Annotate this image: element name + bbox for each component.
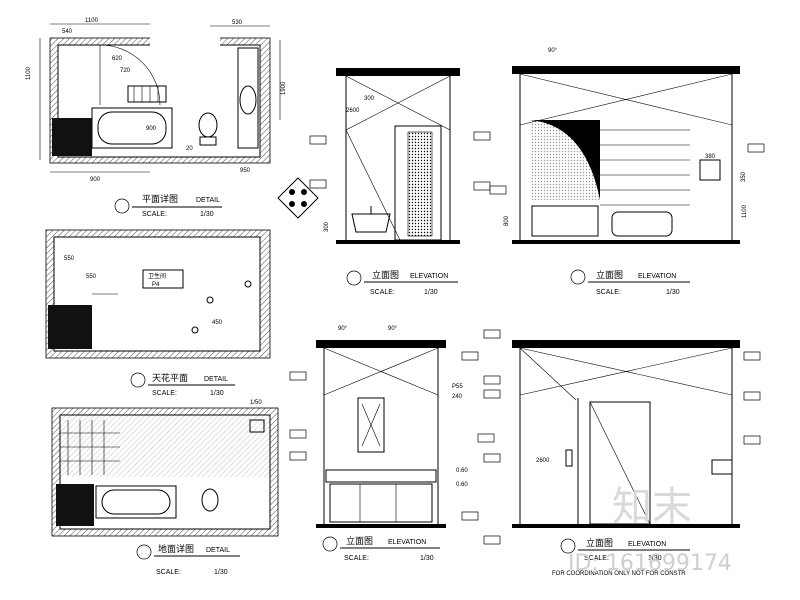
elev-a-dim-2: 300: [364, 96, 375, 102]
plan-dim-8: 950: [240, 168, 251, 174]
elev-c-dim-2: 90°: [388, 326, 398, 332]
elev-b-dim-3: 350: [741, 171, 747, 182]
elev-c-dim-1: 90°: [338, 326, 348, 332]
ceiling-detail: 卫生间 P4 550 450 550 天花平面 DETAIL SCALE: 1/…: [45, 229, 271, 397]
elevation-b: 90° 380 350 1100 800 立面图 ELEVATION SCALE…: [489, 48, 765, 296]
plan-dim-4: 620: [112, 56, 123, 62]
elev-a-title: 立面图: [372, 269, 399, 280]
elev-a-subtitle: ELEVATION: [410, 273, 448, 280]
floor-subtitle: DETAIL: [206, 547, 230, 554]
elevation-a: 300 300 2600 立面图 ELEVATION SCALE: 1/30: [309, 68, 491, 296]
elev-c-scale: 1/30: [420, 555, 434, 562]
plan-dim-7: 900: [146, 126, 157, 132]
elev-b-dim-2: 380: [705, 154, 716, 160]
elev-c-scale-label: SCALE:: [344, 555, 369, 562]
coordination-note: FOR COORDINATION ONLY NOT FOR CONSTR: [552, 571, 686, 577]
ceiling-room-tag-bottom: P4: [152, 282, 160, 288]
floor-scale: 1/30: [214, 569, 228, 576]
ceiling-dim-2: 450: [212, 320, 223, 326]
elev-b-dim-4: 1100: [742, 204, 748, 218]
elev-d-title: 立面图: [586, 537, 613, 548]
floor-dim-1: 1/50: [250, 400, 262, 406]
elev-d-dim-1: 2600: [536, 458, 550, 464]
elev-c-dim-5: 0.60: [456, 468, 468, 474]
ceiling-room-tag-top: 卫生间: [148, 272, 166, 280]
elevation-d: 2600 立面图 ELEVATION SCALE: 1/30: [483, 329, 761, 562]
floor-detail: 1/50 地面详图 DETAIL SCALE: 1/30: [51, 400, 279, 576]
elev-a-dim-3: 2600: [346, 108, 360, 114]
watermark-id: ID: 161699174: [568, 551, 732, 576]
elev-c-title: 立面图: [346, 535, 373, 546]
ceiling-subtitle: DETAIL: [204, 376, 228, 383]
elev-d-scale-label: SCALE:: [584, 555, 609, 562]
elev-b-dim-1: 90°: [548, 48, 558, 54]
floor-title: 地面详图: [158, 543, 194, 554]
plan-dim-5: 1100: [26, 66, 32, 80]
ceiling-dim-3: 550: [86, 274, 97, 280]
elev-c-dim-3: P55: [452, 384, 463, 390]
elev-a-scale: 1/30: [424, 289, 438, 296]
plan-dim-3: 540: [62, 29, 73, 35]
plan-scale: 1/30: [200, 211, 214, 218]
plan-dim-1: 1100: [85, 18, 99, 24]
elev-b-scale-label: SCALE:: [596, 289, 621, 296]
ceiling-scale-label: SCALE:: [152, 390, 177, 397]
elev-d-subtitle: ELEVATION: [628, 541, 666, 548]
elev-b-dim-5: 800: [504, 215, 510, 226]
elev-c-dim-4: 240: [452, 394, 463, 400]
ceiling-dim-1: 550: [64, 256, 75, 262]
plan-dim-2: 530: [232, 20, 243, 26]
plan-title: 平面详图: [142, 193, 178, 204]
elev-a-dim-1: 300: [324, 221, 330, 232]
elev-c-subtitle: ELEVATION: [388, 539, 426, 546]
floor-scale-label: SCALE:: [156, 569, 181, 576]
elevation-c: 90° 90° P55 240 0.60 0.60 立面图 ELEVATION …: [289, 326, 495, 562]
plan-detail: 1100 530 540 620 1100 900 900 950 1900 7…: [26, 18, 287, 218]
plan-dim-6: 900: [90, 177, 101, 183]
watermark-brand: 知末: [612, 484, 692, 530]
ceiling-title: 天花平面: [152, 372, 188, 383]
plan-dim-11: 20: [186, 146, 193, 152]
floor-tile-pattern: [277, 177, 319, 219]
ceiling-scale: 1/30: [210, 390, 224, 397]
plan-scale-label: SCALE:: [142, 211, 167, 218]
elev-b-scale: 1/30: [666, 289, 680, 296]
plan-subtitle: DETAIL: [196, 197, 220, 204]
plan-dim-10: 720: [120, 68, 131, 74]
elev-d-scale: 1/30: [648, 555, 662, 562]
elev-b-title: 立面图: [596, 269, 623, 280]
elev-a-scale-label: SCALE:: [370, 289, 395, 296]
elev-b-subtitle: ELEVATION: [638, 273, 676, 280]
elev-c-dim-6: 0.60: [456, 482, 468, 488]
plan-dim-9: 1900: [281, 81, 287, 95]
